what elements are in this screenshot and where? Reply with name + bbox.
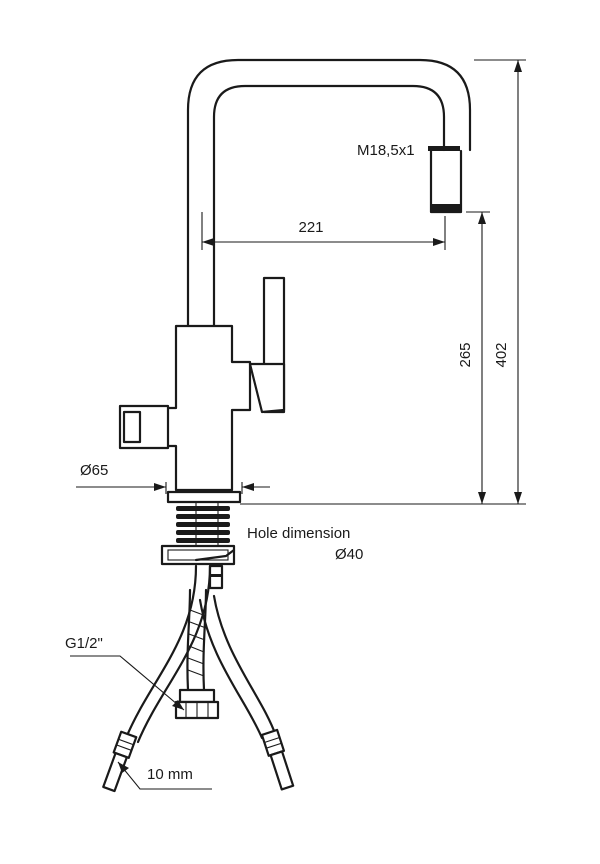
mixer-lever — [248, 276, 286, 414]
hole-annotation: Hole dimension Ø40 — [247, 525, 363, 563]
connection-annotation: G1/2" — [65, 635, 185, 711]
dimension-265: 265 — [457, 211, 490, 504]
dim-base-diameter-label: Ø65 — [80, 462, 108, 479]
thread-size-label: M18,5x1 — [357, 142, 415, 159]
hose-size-label: 10 mm — [147, 766, 193, 783]
supply-hoses — [124, 564, 278, 744]
dim-total-height-label: 402 — [493, 342, 510, 367]
hose-size-annotation: 10 mm — [117, 761, 212, 790]
dimension-221: 221 — [201, 212, 446, 250]
connection-thread-label: G1/2" — [65, 635, 103, 652]
g12-connector — [174, 688, 220, 720]
mounting-thread — [176, 502, 230, 548]
thread-annotation: M18,5x1 — [357, 142, 415, 159]
hole-diameter-label: Ø40 — [335, 546, 363, 563]
faucet-spout — [186, 58, 472, 328]
dim-outlet-height-label: 265 — [457, 342, 474, 367]
side-valve-knob — [118, 404, 170, 450]
hole-dimension-label: Hole dimension — [247, 525, 350, 542]
dim-spout-reach-label: 221 — [298, 219, 323, 236]
spray-head — [428, 146, 463, 214]
dimension-402: 402 — [240, 59, 526, 505]
base-plate — [166, 490, 242, 504]
dimension-d65: Ø65 — [76, 462, 270, 494]
fixing-nut — [160, 544, 236, 566]
mixer-body — [164, 324, 252, 492]
hose-fittings — [102, 728, 295, 793]
